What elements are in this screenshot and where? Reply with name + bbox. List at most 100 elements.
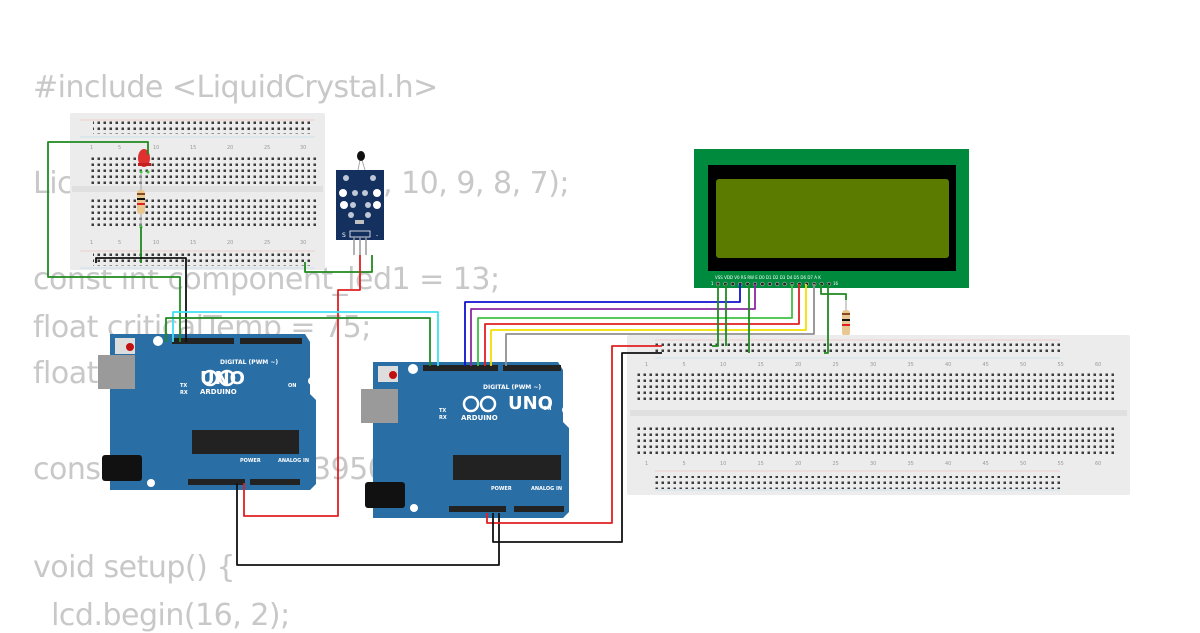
col-label: 25: [264, 145, 270, 151]
lcd-pin[interactable]: [775, 281, 780, 287]
power-jack: [365, 482, 405, 508]
col-label: 25: [833, 362, 839, 368]
power-rail-bottom[interactable]: [653, 476, 1063, 489]
col-label: 20: [795, 362, 801, 368]
col-label: 15: [190, 145, 196, 151]
col-label: 1: [645, 362, 648, 368]
col-label: 55: [1058, 461, 1064, 467]
arduino-uno-2[interactable]: DIGITAL (PWM ~) UNO ARDUINO TX RX ON POW…: [361, 362, 570, 518]
col-label: 45: [983, 362, 989, 368]
red-led[interactable]: [138, 149, 151, 174]
wire-cyan: [172, 311, 439, 366]
arduino-brand: ARDUINO: [200, 388, 237, 396]
col-label: 1: [90, 240, 93, 246]
arduino-logo-icon: [201, 369, 236, 387]
wire-blue-rs: [464, 284, 741, 366]
power-jack: [102, 455, 142, 481]
col-label: 10: [153, 145, 159, 151]
arduino-uno-1[interactable]: DIGITAL (PWM ~) UNO ARDUINO TX RX ON POW…: [98, 334, 316, 490]
wire-yellow-d6: [490, 284, 807, 366]
col-label: 60: [1095, 461, 1101, 467]
digital-header-1[interactable]: [423, 365, 498, 371]
col-label: 20: [227, 145, 233, 151]
lcd-pin[interactable]: [760, 281, 765, 287]
wire-red-sensor-vcc: [243, 255, 361, 517]
analog-header[interactable]: [514, 506, 564, 512]
power-rail-top[interactable]: [93, 121, 311, 134]
terminal-strip-top[interactable]: [636, 370, 1116, 403]
wire-green-vss: [712, 284, 719, 347]
on-label: ON: [543, 406, 551, 412]
on-label: ON: [288, 383, 296, 389]
atmega-chip: [192, 430, 299, 454]
usb-port: [98, 355, 135, 389]
digital-header-2[interactable]: [503, 365, 561, 371]
col-label: 5: [118, 145, 121, 151]
arduino-logo-icon: [462, 395, 497, 413]
wire-red-d5: [484, 284, 800, 366]
col-label: 60: [1095, 362, 1101, 368]
digital-header-2[interactable]: [240, 338, 302, 344]
col-label: 55: [1058, 362, 1064, 368]
analog-header[interactable]: [250, 479, 300, 485]
wire-black-gnd-link: [236, 483, 500, 566]
col-label: 10: [720, 461, 726, 467]
digital-label: DIGITAL (PWM ~): [483, 384, 541, 391]
breadboard-large: 1155101015152020252530303535404045455050…: [627, 335, 1130, 495]
col-label: 1: [645, 461, 648, 467]
lcd-pin[interactable]: [767, 281, 772, 287]
rx-label: RX: [180, 390, 188, 396]
power-header[interactable]: [449, 506, 506, 512]
wire-green-link: [165, 317, 431, 366]
power-label: POWER: [240, 458, 261, 464]
col-label: 5: [683, 461, 686, 467]
code-line-float: float: [33, 356, 98, 391]
uno-label: UNO: [508, 393, 553, 414]
code-line-lcd-left: Lic: [33, 166, 74, 201]
digital-label: DIGITAL (PWM ~): [220, 359, 278, 366]
power-rail-bottom[interactable]: [93, 253, 311, 266]
col-label: 30: [870, 362, 876, 368]
power-header[interactable]: [188, 479, 245, 485]
terminal-strip-bottom[interactable]: [636, 424, 1116, 457]
wire-gray-d7: [505, 284, 815, 366]
analog-label: ANALOG IN: [278, 458, 309, 464]
reset-button[interactable]: [126, 343, 134, 351]
wire-green-k: [824, 284, 829, 354]
temperature-sensor-module[interactable]: S -: [336, 151, 384, 255]
lcd-16x2[interactable]: VSS VDD V0 RS RW E D0 D1 D2 D3 D4 D5 D6 …: [694, 149, 969, 288]
code-line-lcd-begin: lcd.begin(16, 2);: [33, 598, 290, 633]
lcd-pin[interactable]: [782, 281, 787, 287]
wire-lightgreen-d4: [477, 284, 793, 366]
col-label: 1: [90, 145, 93, 151]
resistor-led[interactable]: [137, 174, 145, 229]
digital-header-1[interactable]: [172, 338, 234, 344]
col-label: 20: [795, 461, 801, 467]
power-rail-top[interactable]: [653, 342, 1063, 355]
code-line-lcd-right: , 10, 9, 8, 7);: [383, 166, 570, 201]
wire-green-led: [47, 141, 181, 342]
col-label: 35: [908, 461, 914, 467]
atmega-chip: [453, 455, 561, 480]
lcd-screen: [716, 179, 949, 258]
col-label: 50: [1020, 362, 1026, 368]
col-label: 50: [1020, 461, 1026, 467]
reset-button[interactable]: [389, 371, 397, 379]
col-label: 25: [833, 461, 839, 467]
arduino-brand: ARDUINO: [461, 414, 498, 422]
terminal-strip-top[interactable]: [88, 154, 316, 184]
col-label: 35: [908, 362, 914, 368]
col-label: 40: [945, 362, 951, 368]
lcd-pin[interactable]: [730, 281, 735, 287]
wire-black-gnd1: [95, 257, 187, 342]
col-label: 40: [945, 461, 951, 467]
lcd-pin-first: 1: [711, 281, 714, 286]
signal-pin-label: S: [342, 232, 346, 239]
lcd-pin-last: 16: [833, 281, 839, 286]
wire-purple-e: [470, 284, 756, 366]
terminal-strip-bottom[interactable]: [88, 197, 316, 227]
col-label: 30: [300, 145, 306, 151]
col-label: 25: [264, 240, 270, 246]
